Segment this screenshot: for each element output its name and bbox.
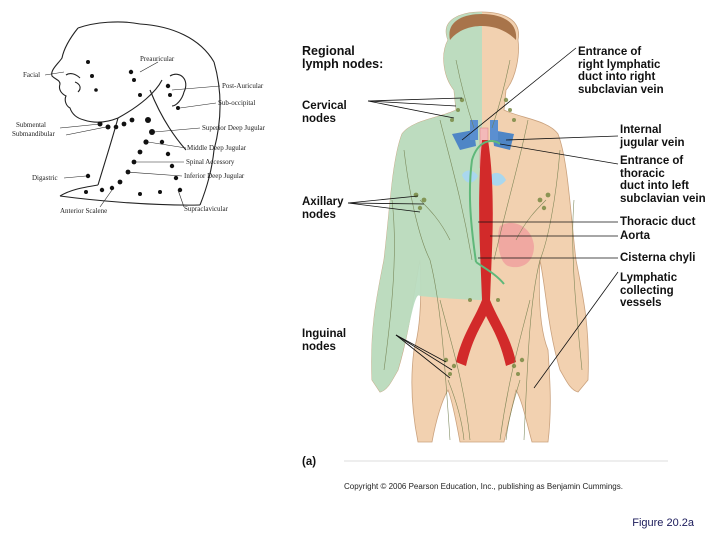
label-digastric: Digastric — [32, 174, 58, 182]
label-inguinal-nodes: Inguinal nodes — [302, 328, 347, 353]
aorta-shape — [456, 140, 516, 366]
label-preauricular: Preauricular — [140, 55, 175, 63]
label-thoracic-duct: Thoracic duct — [620, 216, 696, 228]
label-regional-lymph-nodes: Regional lymph nodes: — [302, 44, 384, 71]
label-cisterna-chyli: Cisterna chyli — [620, 252, 696, 264]
panel-label: (a) — [302, 456, 317, 468]
label-axillary-nodes: Axillary nodes — [302, 196, 344, 221]
label-internal-jugular-vein: Internal jugular vein — [620, 124, 685, 149]
label-inferior-deep-jugular: Inferior Deep Jugular — [184, 172, 245, 180]
label-lymphatic-collecting-vessels: Lymphatic collecting vessels — [620, 272, 678, 309]
copyright-notice: Copyright © 2006 Pearson Education, Inc.… — [344, 482, 623, 491]
label-facial: Facial — [23, 71, 41, 79]
neck-lymph-nodes-drawing — [44, 21, 221, 208]
label-entrance-right-lymphatic-duct: Entrance of right lymphatic duct into ri… — [578, 46, 664, 96]
label-spinal-accessory: Spinal Accessory — [186, 158, 235, 166]
label-aorta: Aorta — [620, 230, 651, 242]
label-sub-occipital: Sub-occipital — [218, 99, 256, 107]
label-submental: Submental — [16, 121, 46, 129]
figure-caption: Figure 20.2a — [632, 517, 694, 529]
right-lymphatic-region — [371, 12, 482, 392]
label-middle-deep-jugular: Middle Deep Jugular — [187, 144, 247, 152]
label-anterior-scalene: Anterior Scalene — [60, 207, 108, 215]
label-post-auricular: Post-Auricular — [222, 82, 264, 90]
label-cervical-nodes: Cervical nodes — [302, 100, 347, 125]
label-superior-deep-jugular: Superior Deep Jugular — [202, 124, 265, 132]
label-submandibular: Submandibular — [12, 130, 55, 138]
label-supraclavicular: Supraclavicular — [184, 205, 228, 213]
label-entrance-thoracic-duct: Entrance of thoracic duct into left subc… — [620, 155, 706, 205]
